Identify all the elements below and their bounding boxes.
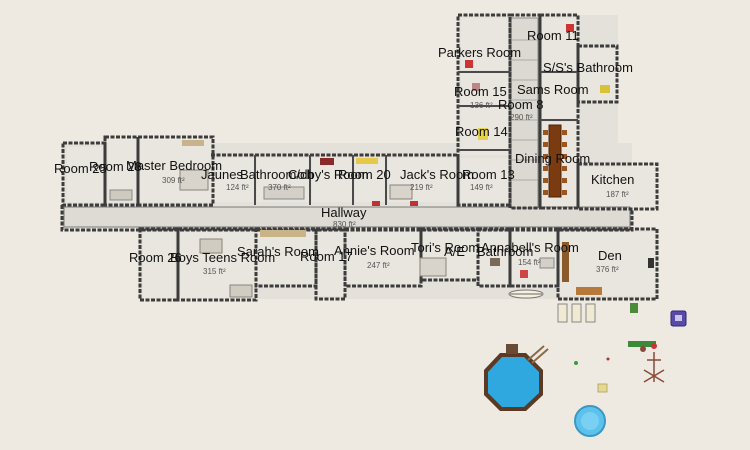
room-label-kitchen: Kitchen xyxy=(591,172,635,187)
room-label-room-11: Room 11 xyxy=(527,28,579,43)
area-boys-teens-room: 315 ft² xyxy=(203,267,226,276)
area-kitchen: 187 ft² xyxy=(606,190,629,199)
den-furniture xyxy=(562,242,654,295)
bbq-icon xyxy=(628,341,656,352)
plant-icon xyxy=(630,303,638,313)
garden-items xyxy=(574,357,610,393)
hallway-band xyxy=(63,17,631,228)
hot-tub-icon xyxy=(574,405,606,437)
furniture xyxy=(109,24,610,298)
pool-icon xyxy=(484,344,549,411)
room-label-parkers-room: Parkers Room xyxy=(438,45,522,60)
area-hallway: 830 ft² xyxy=(333,220,356,229)
area-annies-room: 247 ft² xyxy=(367,261,390,270)
area-room-8: 290 ft² xyxy=(510,113,533,122)
area-jacks-room: 219 ft² xyxy=(410,183,433,192)
area-master-bedroom: 309 ft² xyxy=(162,176,185,185)
stairs xyxy=(511,39,538,181)
room-label-hallway: Hallway xyxy=(321,205,367,220)
room-label-a-e: A/E xyxy=(444,244,465,259)
room-label-room-13: Room 13 xyxy=(462,167,515,182)
room-label-annabells-room: Annabell's Room xyxy=(481,240,579,255)
room-label-colbys-room: Colby's Room xyxy=(288,167,369,182)
room-label-annies-room: Annie's Room xyxy=(334,243,415,258)
room-label-room-25: Room 25 xyxy=(54,161,107,176)
clothesline-icon xyxy=(643,343,665,383)
dining-table xyxy=(543,124,567,198)
room-label-jacks-room: Jack's Room xyxy=(400,167,475,182)
interior-walls xyxy=(254,71,578,205)
room-label-jaunes: Jaunes xyxy=(201,167,243,182)
room-label-bathroom-ch: Bathroom/ch xyxy=(240,167,314,182)
lounge-chair-icon xyxy=(557,303,596,323)
room-label-sams-room: Sams Room xyxy=(517,82,589,97)
room-label-room-20: Room 20 xyxy=(338,167,391,182)
room-label-toris-room: Tori's Room xyxy=(411,240,480,255)
car-icon xyxy=(670,310,687,327)
area-jaunes: 124 ft² xyxy=(226,183,249,192)
room-label-room-17: Room 17 xyxy=(300,249,353,264)
room-label-room-15: Room 15 xyxy=(454,84,507,99)
room-label-den: Den xyxy=(598,248,622,263)
room-label-sarahs-room: Sarah's Room xyxy=(237,244,319,259)
area-den: 376 ft² xyxy=(596,265,619,274)
room-label-boys-teens-room: Boys Teens Room xyxy=(170,250,276,265)
room-label-bathroom: Bathroom xyxy=(477,244,534,259)
room-label-room-26: Room 26 xyxy=(129,250,182,265)
exterior-walls xyxy=(60,13,659,302)
room-label-room-14: Room 14 xyxy=(455,124,508,139)
room-label-ss-bathroom: S/S's Bathroom xyxy=(543,60,633,75)
area-sams-room: 136 ft² xyxy=(470,101,493,110)
room-label-master-bedroom: Master Bedroom xyxy=(126,158,223,173)
area-room-13: 149 ft² xyxy=(470,183,493,192)
room-label-room-8: Room 8 xyxy=(498,97,544,112)
room-floors xyxy=(67,18,655,298)
area-annabells-room: 154 ft² xyxy=(518,258,541,267)
room-label-dining-room: Dining Room xyxy=(515,151,591,166)
area-colbys-room: 370 ft² xyxy=(268,183,291,192)
patio-table-icon xyxy=(508,289,544,299)
room-label-room-28: Room 28 xyxy=(89,159,142,174)
